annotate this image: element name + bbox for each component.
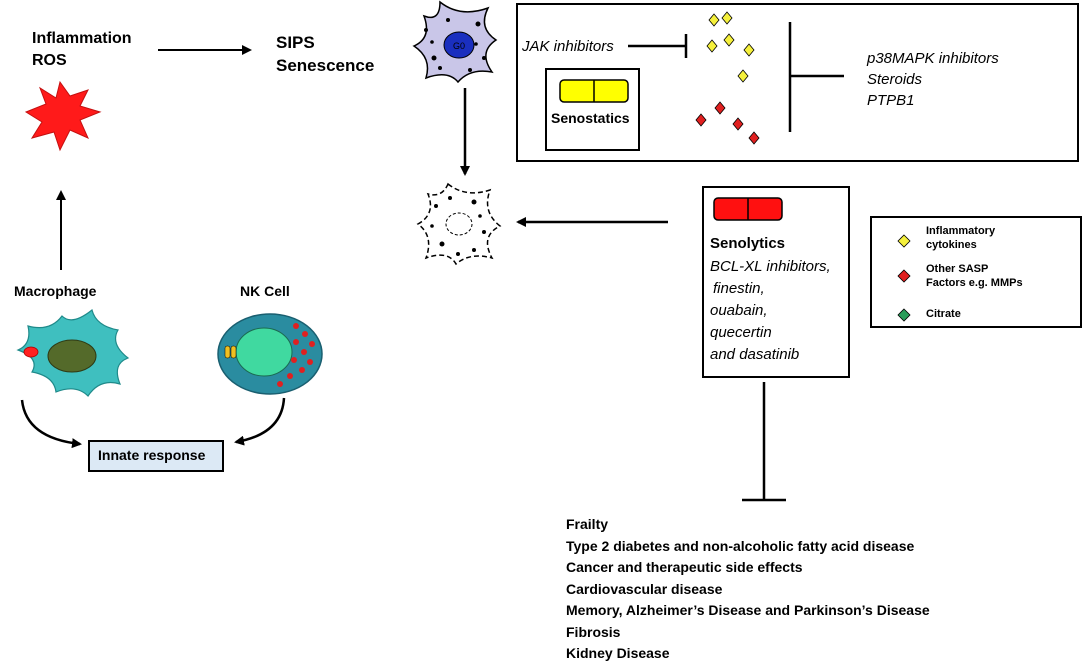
sips-label: SIPS — [276, 33, 315, 52]
disease-item: Frailty — [566, 516, 609, 532]
innate-response-label: Innate response — [98, 447, 206, 463]
legend-sasp-label: Other SASP Factors e.g. MMPs — [926, 263, 1023, 289]
senostatics-box — [545, 68, 640, 151]
arrow-macrophage-to-innate — [20, 399, 82, 449]
senescence-label: Senescence — [276, 56, 375, 75]
senostatics-label: Senostatics — [551, 110, 630, 126]
macrophage-label: Macrophage — [14, 283, 97, 299]
disease-item: Fibrosis — [566, 623, 621, 640]
senolytic-item: quecertin — [710, 324, 772, 341]
p38-inhibitors-list: p38MAPK inhibitors Steroids PTPB1 — [867, 48, 999, 111]
senescent-cell-icon: G0 — [412, 0, 498, 84]
senolytics-box — [702, 186, 850, 378]
senolytic-item: and dasatinib — [710, 346, 800, 363]
senolytics-list: BCL-XL inhibitors, finestin, ouabain, qu… — [710, 256, 831, 366]
senolytics-title: Senolytics — [710, 235, 786, 252]
sasp-factors-icons — [695, 101, 760, 145]
nk-cell-icon — [217, 313, 323, 395]
disease-item: Memory, Alzheimer’s Disease and Parkinso… — [566, 602, 930, 618]
disease-list: Frailty Type 2 diabetes and non-alcoholi… — [566, 514, 930, 661]
legend-sasp-icon — [897, 269, 911, 283]
legend-box — [870, 216, 1082, 328]
p38-inhibitor-item: PTPB1 — [867, 92, 915, 109]
p38-inhibitor-item: Steroids — [867, 71, 923, 88]
senolytic-item: BCL-XL inhibitors, — [710, 258, 831, 275]
arrow-nk-to-innate — [234, 397, 286, 446]
ros-label: ROS — [32, 52, 67, 69]
apoptotic-cell-icon — [416, 182, 502, 266]
nk-cell-label: NK Cell — [240, 283, 290, 299]
senolytic-item: finestin, — [713, 280, 765, 297]
disease-item: Cardiovascular disease — [566, 580, 723, 597]
legend-cytokine-icon — [897, 234, 911, 248]
p38-inhibitor-item: p38MAPK inhibitors — [867, 50, 999, 67]
legend-cytokine-label: Inflammatory cytokines — [926, 225, 996, 251]
inflammation-label: Inflammation — [32, 30, 132, 47]
legend-citrate-icon — [897, 308, 911, 322]
senescent-nucleus-label: G0 — [453, 41, 465, 51]
senolytic-item: ouabain, — [710, 302, 768, 319]
disease-item: Type 2 diabetes and non-alcoholic fatty … — [566, 537, 915, 554]
inflammatory-cytokines-icons — [706, 11, 755, 83]
macrophage-icon — [16, 308, 130, 397]
disease-item: Cancer and therapeutic side effects — [566, 559, 803, 575]
legend-citrate-label: Citrate — [926, 308, 961, 320]
senostatic-pill-icon — [559, 79, 629, 103]
senolytic-pill-icon — [713, 197, 783, 221]
jak-inhibitors-label: JAK inhibitors — [522, 38, 614, 55]
innate-response-box — [88, 440, 224, 472]
senostatics-panel — [516, 3, 1079, 162]
ros-star-icon — [24, 80, 102, 152]
disease-item: Kidney Disease — [566, 645, 670, 661]
